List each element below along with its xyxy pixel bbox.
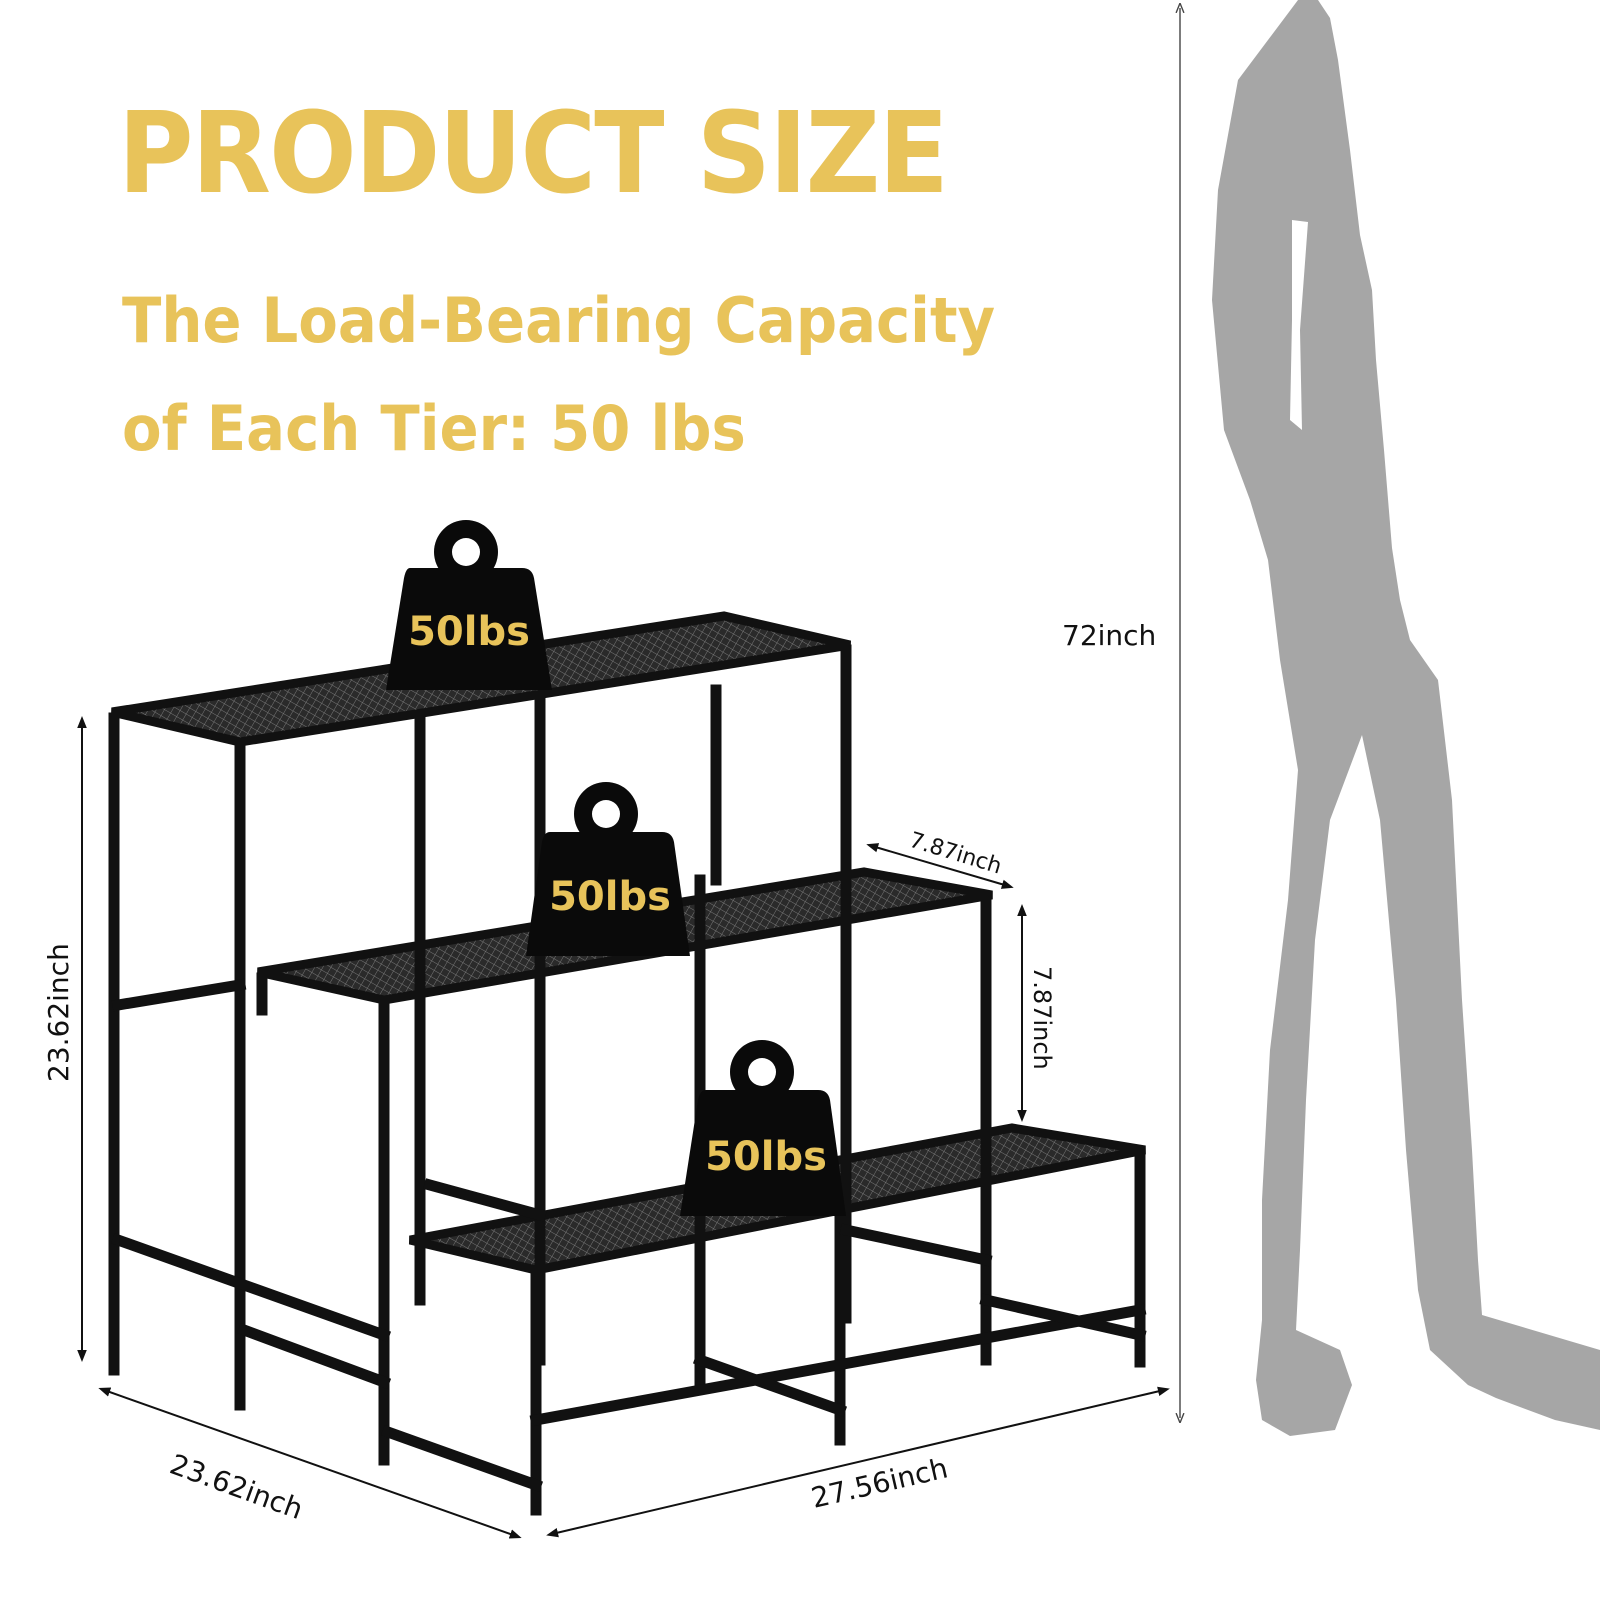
width-dimension-line xyxy=(546,1386,1170,1538)
person-silhouette xyxy=(1212,0,1600,1436)
weight-label: 50lbs xyxy=(549,874,671,920)
weight-label: 50lbs xyxy=(408,609,530,655)
weight-icon-top: 50lbs xyxy=(386,520,552,690)
load-capacity-line-2: of Each Tier: 50 lbs xyxy=(122,392,746,465)
weight-icon-middle: 50lbs xyxy=(526,782,690,956)
weight-label: 50lbs xyxy=(705,1134,827,1180)
tier-depth-dimension-line xyxy=(866,843,1014,889)
plant-stand xyxy=(108,611,1147,1516)
depth-label: 23.62inch xyxy=(166,1448,308,1526)
width-label: 27.56inch xyxy=(808,1451,951,1514)
load-capacity-line-1: The Load-Bearing Capacity xyxy=(122,284,996,357)
depth-dimension-line xyxy=(98,1387,522,1539)
tier-depth-label: 7.87inch xyxy=(906,828,1004,880)
person-height-label: 72inch xyxy=(1062,619,1156,652)
tier-height-label: 7.87inch xyxy=(1028,966,1056,1070)
weight-icon-bottom: 50lbs xyxy=(680,1040,846,1216)
height-label: 23.62inch xyxy=(42,943,75,1082)
page-title: PRODUCT SIZE xyxy=(118,89,949,219)
